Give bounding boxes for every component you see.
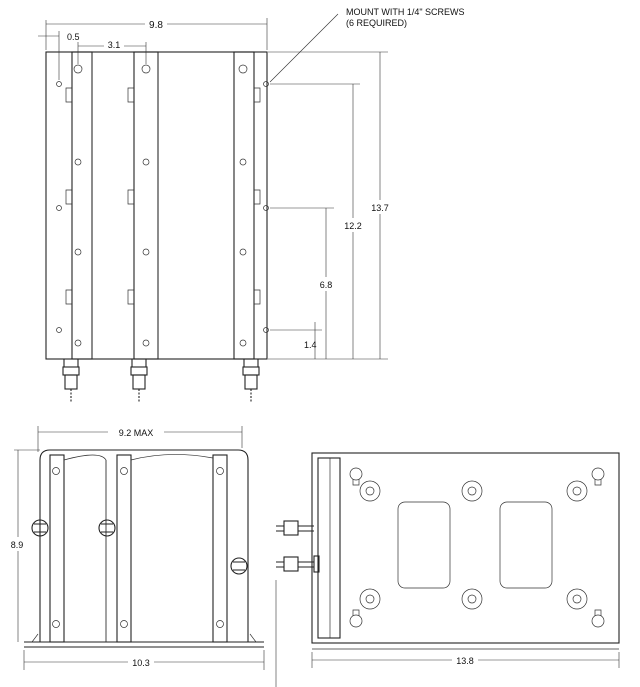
dim-side-base: 13.8	[456, 656, 474, 666]
dim-height-6: 6.8	[320, 280, 333, 290]
dim-offset: 0.5	[67, 32, 80, 42]
dim-hole-spacing: 3.1	[108, 40, 121, 50]
dim-height-1: 1.4	[304, 340, 317, 350]
note-line1: MOUNT WITH 1/4" SCREWS	[346, 7, 465, 17]
side-view: 13.8	[275, 452, 620, 687]
note-line2: (6 REQUIRED)	[346, 18, 407, 28]
dim-height-total: 13.7	[371, 203, 389, 213]
top-view: 9.8 0.5 3.1 MOUNT WITH 1/4" SCREWS (6 RE…	[38, 7, 465, 403]
front-view: 9.2 MAX 8.9 10.3	[6, 425, 265, 670]
dim-height-12: 12.2	[344, 221, 362, 231]
dim-top-width: 9.8	[149, 20, 163, 31]
dim-front-height: 8.9	[11, 540, 24, 550]
dim-front-base: 10.3	[132, 658, 150, 668]
dim-front-width: 9.2 MAX	[119, 428, 154, 438]
